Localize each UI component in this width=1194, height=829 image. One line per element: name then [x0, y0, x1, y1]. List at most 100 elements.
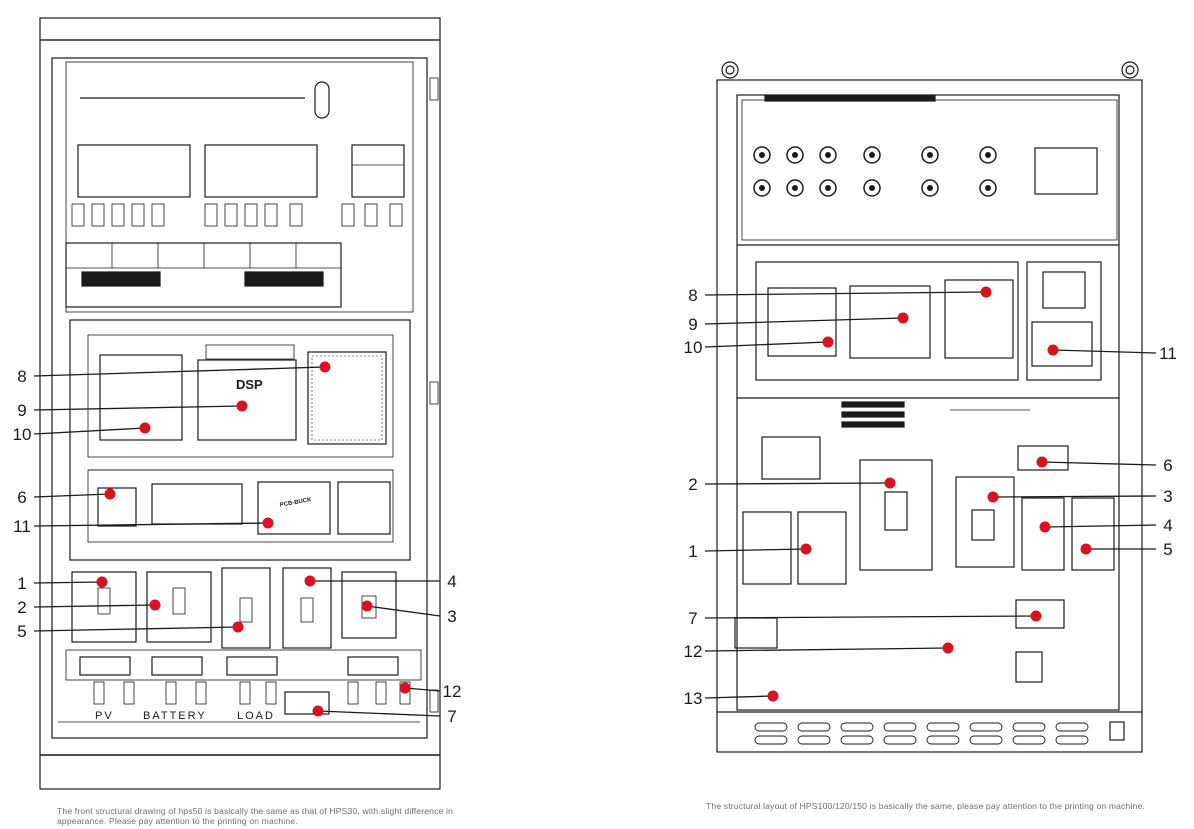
right-callout-10: 10	[684, 336, 834, 357]
terminal-knob	[753, 179, 771, 197]
right-callout-7: 7	[688, 609, 1042, 628]
left-callout-dot	[319, 361, 331, 373]
right-callout-13: 13	[684, 689, 779, 708]
left-callout-dot	[399, 682, 411, 694]
right-callout-dot	[897, 312, 909, 324]
right-callout-number: 6	[1163, 456, 1172, 475]
left-callout-number: 11	[13, 517, 31, 536]
left-callout-3: 3	[361, 600, 457, 626]
terminal-knob	[786, 146, 804, 164]
left-leader-line	[33, 427, 146, 435]
right-callout-5: 5	[1080, 540, 1173, 559]
left-callout-dot	[139, 422, 151, 434]
terminal-knob	[921, 179, 939, 197]
left-callout-number: 1	[17, 574, 26, 593]
right-callout-9: 9	[688, 312, 909, 334]
left-callout-12: 12	[399, 682, 462, 701]
left-callout-dot	[361, 600, 373, 612]
left-callout-dot	[312, 705, 324, 717]
left-leader-line	[33, 626, 239, 632]
terminal-label-pv: PV	[95, 710, 114, 722]
terminal-knob-center	[825, 185, 831, 191]
terminal-knob-center	[825, 152, 831, 158]
right-leader-line	[992, 495, 1157, 498]
terminal-knob	[819, 146, 837, 164]
right-callout-dot	[1047, 344, 1059, 356]
terminal-knob	[979, 146, 997, 164]
right-leader-line	[1052, 349, 1157, 354]
left-leader-line	[33, 522, 269, 527]
terminal-label-load: LOAD	[237, 710, 275, 722]
terminal-knob-center	[869, 185, 875, 191]
dsp-label: DSP	[236, 377, 263, 392]
pcb-buck-label: PCB-BUCK	[279, 497, 312, 509]
right-caption: The structural layout of HPS100/120/150 …	[706, 801, 1145, 811]
right-callout-number: 5	[1163, 540, 1172, 559]
right-callout-3: 3	[987, 487, 1173, 506]
right-callout-dot	[767, 690, 779, 702]
left-leader-line	[33, 581, 103, 584]
terminal-knob-center	[869, 152, 875, 158]
right-leader-line	[704, 482, 891, 485]
right-callout-8: 8	[688, 286, 992, 305]
right-callout-dot	[942, 642, 954, 654]
left-callout-number: 12	[443, 682, 462, 701]
right-callout-number: 7	[688, 609, 697, 628]
left-callout-number: 8	[17, 367, 26, 386]
left-callout-number: 10	[13, 425, 32, 444]
terminal-knob-center	[792, 152, 798, 158]
left-callout-number: 7	[447, 707, 456, 726]
left-leader-line	[33, 366, 326, 377]
left-callout-dot	[104, 488, 116, 500]
left-leader-line	[33, 405, 243, 411]
right-callout-4: 4	[1039, 516, 1173, 535]
terminal-knob	[921, 146, 939, 164]
terminal-label-battery: BATTERY	[143, 710, 207, 722]
left-callout-dot	[236, 400, 248, 412]
terminal-knob	[786, 179, 804, 197]
terminal-knob-center	[927, 185, 933, 191]
left-callout-number: 4	[447, 572, 456, 591]
left-callout-11: 11	[13, 517, 274, 536]
right-callout-number: 9	[688, 315, 697, 334]
terminal-knob-center	[985, 185, 991, 191]
terminal-knob	[863, 146, 881, 164]
left-leader-line	[33, 493, 111, 498]
right-callout-dot	[884, 477, 896, 489]
left-callout-number: 3	[447, 607, 456, 626]
terminal-knob	[979, 179, 997, 197]
left-callout-number: 2	[17, 598, 26, 617]
left-callout-7: 7	[312, 705, 457, 726]
left-leader-line	[366, 605, 441, 617]
right-leader-line	[1041, 461, 1157, 466]
left-callout-dot	[149, 599, 161, 611]
left-callout-5: 5	[17, 621, 244, 641]
right-callout-number: 13	[684, 689, 703, 708]
left-leader-line	[317, 710, 441, 717]
left-callout-dot	[232, 621, 244, 633]
right-callout-dot	[822, 336, 834, 348]
right-callout-1: 1	[688, 542, 812, 561]
right-callout-number: 3	[1163, 487, 1172, 506]
terminal-knob	[819, 179, 837, 197]
right-callout-dot	[980, 286, 992, 298]
terminal-knob-center	[985, 152, 991, 158]
right-leader-line	[704, 317, 904, 325]
left-callout-9: 9	[17, 400, 248, 420]
left-caption: The front structural drawing of hps50 is…	[57, 806, 453, 826]
right-callout-number: 1	[688, 542, 697, 561]
right-callout-11: 11	[1047, 344, 1177, 363]
left-callout-8: 8	[17, 361, 331, 386]
left-cabinet	[39, 17, 441, 790]
left-callout-dot	[262, 517, 274, 529]
left-callout-6: 6	[17, 488, 116, 507]
left-callout-dot	[304, 575, 316, 587]
right-leader-line	[704, 548, 807, 552]
right-callout-dot	[1080, 543, 1092, 555]
terminal-knob	[753, 146, 771, 164]
right-callout-dot	[1030, 610, 1042, 622]
terminal-knob-center	[927, 152, 933, 158]
right-callout-dot	[1036, 456, 1048, 468]
